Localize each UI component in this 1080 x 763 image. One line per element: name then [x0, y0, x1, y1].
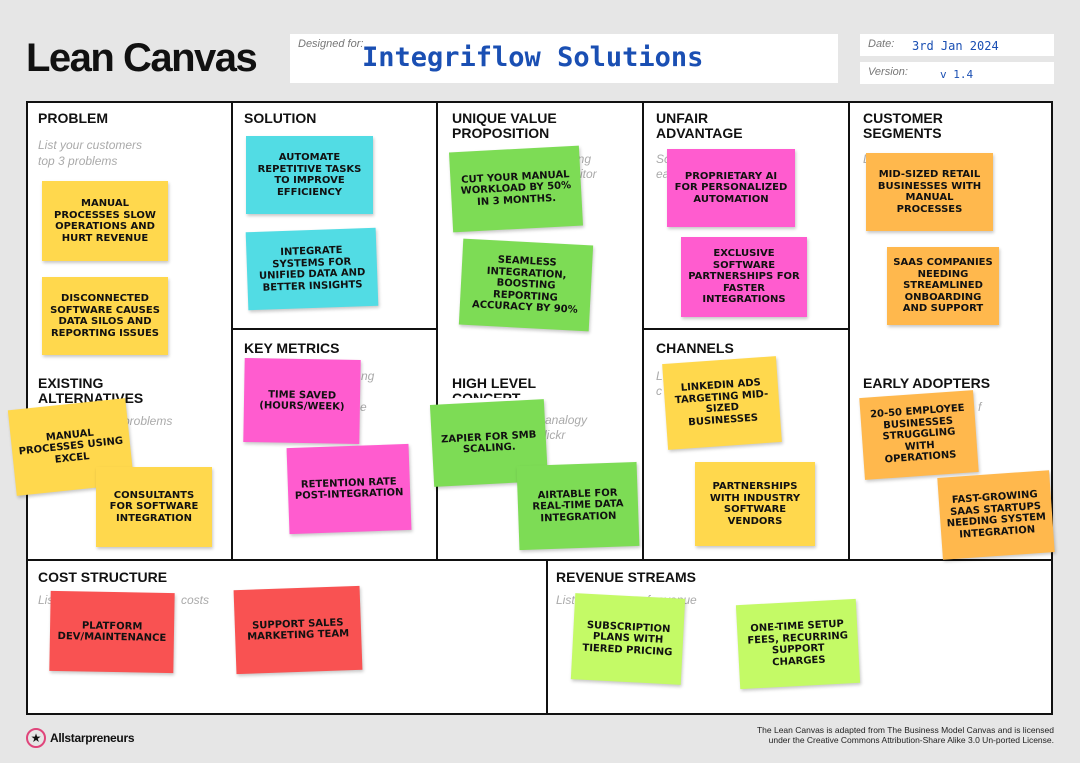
unfair-advantage-title: UNFAIR ADVANTAGE: [656, 110, 743, 141]
solution-title: SOLUTION: [244, 110, 317, 126]
date-label: Date:: [868, 38, 895, 50]
sticky-note[interactable]: EXCLUSIVE SOFTWARE PARTNERSHIPS FOR FAST…: [681, 237, 807, 317]
star-icon: ★: [26, 728, 46, 748]
problem-hint: List your customers top 3 problems: [38, 138, 143, 168]
revenue-streams-title: REVENUE STREAMS: [556, 569, 697, 585]
grid-line: [28, 559, 1051, 561]
key-metrics-hint: ng: [361, 369, 375, 383]
version-label: Version:: [868, 66, 908, 78]
sticky-note[interactable]: SEAMLESS INTEGRATION, BOOSTING REPORTING…: [458, 238, 594, 332]
sticky-note[interactable]: LINKEDIN ADS TARGETING MID-SIZED BUSINES…: [662, 356, 782, 450]
key-metrics-hint: e: [360, 400, 367, 414]
sticky-note[interactable]: CONSULTANTS FOR SOFTWARE INTEGRATION: [96, 467, 212, 547]
high-level-concept-hint: analogy: [545, 413, 588, 427]
key-metrics-title: KEY METRICS: [244, 340, 340, 356]
sticky-note[interactable]: SAAS COMPANIES NEEDING STREAMLINED ONBOA…: [887, 247, 999, 325]
date-value: 3rd Jan 2024: [912, 39, 999, 53]
grid-line: [436, 103, 438, 559]
designed-for-label: Designed for:: [298, 38, 364, 50]
grid-line: [546, 561, 548, 715]
sticky-note[interactable]: MANUAL PROCESSES SLOW OPERATIONS AND HUR…: [42, 181, 168, 261]
revenue-streams-hint: List: [556, 593, 575, 607]
high-level-concept-hint: lickr: [544, 428, 566, 442]
sticky-note[interactable]: AIRTABLE FOR REAL-TIME DATA INTEGRATION: [516, 461, 640, 551]
early-adopters-title: EARLY ADOPTERS: [863, 375, 991, 391]
sticky-note[interactable]: INTEGRATE SYSTEMS FOR UNIFIED DATA AND B…: [245, 227, 379, 311]
cost-structure-hint: costs: [181, 593, 210, 607]
cost-structure-title: COST STRUCTURE: [38, 569, 168, 585]
channels-hint: c: [656, 384, 662, 398]
page-title: Lean Canvas: [26, 36, 258, 80]
grid-line: [231, 103, 233, 559]
unfair-advantage-hint: ea: [656, 167, 670, 181]
existing-alternatives-hint: problems: [123, 414, 173, 428]
version-field[interactable]: Version: v 1.4: [860, 62, 1054, 84]
early-adopters-hint: f: [978, 400, 982, 414]
uvp-title: UNIQUE VALUE PROPOSITION: [452, 110, 557, 141]
grid-line: [848, 103, 850, 559]
sticky-note[interactable]: PROPRIETARY AI FOR PERSONALIZED AUTOMATI…: [667, 149, 795, 227]
sticky-note[interactable]: MID-SIZED RETAIL BUSINESSES WITH MANUAL …: [866, 153, 993, 231]
high-level-concept-title: HIGH LEVEL CONCEPT: [452, 376, 536, 398]
brand-name: Allstarpreneurs: [50, 731, 135, 745]
sticky-note[interactable]: ONE-TIME SETUP FEES, RECURRING SUPPORT C…: [735, 598, 861, 690]
designed-for-value: Integriflow Solutions: [362, 42, 704, 73]
license-text: The Lean Canvas is adapted from The Busi…: [757, 725, 1054, 745]
sticky-note[interactable]: AUTOMATE REPETITIVE TASKS TO IMPROVE EFF…: [246, 136, 373, 214]
channels-hint: L: [656, 369, 663, 383]
license-line: The Lean Canvas is adapted from The Busi…: [756, 725, 1054, 735]
sticky-note[interactable]: PARTNERSHIPS WITH INDUSTRY SOFTWARE VEND…: [695, 462, 815, 546]
channels-title: CHANNELS: [656, 340, 734, 356]
date-field[interactable]: Date: 3rd Jan 2024: [860, 34, 1054, 56]
grid-line: [644, 328, 848, 330]
sticky-note[interactable]: 20-50 EMPLOYEE BUSINESSES STRUGGLING WIT…: [859, 390, 979, 480]
sticky-note[interactable]: PLATFORM DEV/MAINTENANCE: [49, 590, 175, 674]
customer-segments-title: CUSTOMER SEGMENTS: [863, 110, 943, 141]
grid-line: [642, 103, 644, 559]
designed-for-field[interactable]: Designed for: Integriflow Solutions: [290, 34, 838, 83]
sticky-note[interactable]: DISCONNECTED SOFTWARE CAUSES DATA SILOS …: [42, 277, 168, 355]
sticky-note[interactable]: CUT YOUR MANUAL WORKLOAD BY 50% IN 3 MON…: [448, 145, 584, 233]
version-value: v 1.4: [940, 68, 974, 81]
grid-line: [233, 328, 436, 330]
sticky-note[interactable]: TIME SAVED (HOURS/WEEK): [243, 357, 361, 445]
brand-logo: ★ Allstarpreneurs: [26, 728, 135, 748]
license-line: under the Creative Commons Attribution-S…: [768, 735, 1054, 745]
sticky-note[interactable]: RETENTION RATE POST-INTEGRATION: [286, 443, 412, 535]
problem-title: PROBLEM: [38, 110, 108, 126]
sticky-note[interactable]: FAST-GROWING SAAS STARTUPS NEEDING SYSTE…: [937, 470, 1055, 560]
sticky-note[interactable]: SUPPORT SALES MARKETING TEAM: [233, 585, 363, 675]
sticky-note[interactable]: SUBSCRIPTION PLANS WITH TIERED PRICING: [570, 593, 686, 685]
